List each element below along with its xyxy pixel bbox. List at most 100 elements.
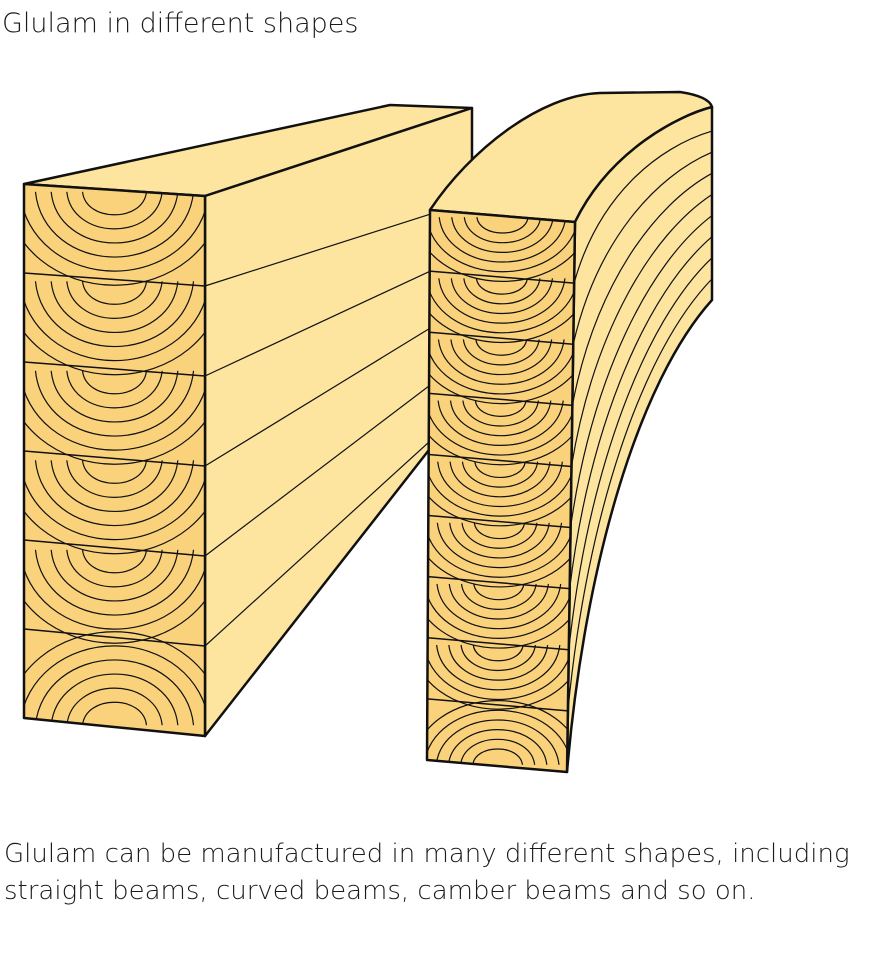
curved-beam [425,90,714,774]
glulam-illustration [22,90,714,774]
grain-ring [427,217,575,273]
straight-beam-end-grain [24,191,205,726]
side-lamination-line [568,257,713,650]
grain-ring [448,644,549,681]
grain-ring [449,461,551,498]
side-lamination-line [571,172,713,406]
lamination-line [429,270,575,284]
grain-ring [34,191,195,258]
grain-ring [24,281,205,362]
grain-ring [427,339,575,405]
grain-ring [450,278,554,315]
grain-ring [435,719,560,765]
lamination-line [428,514,571,529]
grain-ring [24,191,205,272]
grain-ring [24,460,205,541]
lamination-line [428,453,572,468]
diagram-caption: Glulam can be manufactured in many diffe… [4,839,850,906]
grain-ring [475,339,528,356]
curved-beam-end-grain [427,217,575,765]
grain-ring [427,709,572,765]
grain-ring [50,370,179,423]
side-lamination-line [569,215,713,528]
grain-ring [447,729,548,765]
grain-ring [451,217,554,253]
grain-ring [24,549,205,644]
curved-beam-side-face [565,105,714,774]
grain-ring [448,583,550,620]
straight-beam [22,103,474,738]
side-lamination-line [204,200,473,287]
lamination-line [24,272,205,287]
lamination-line [429,331,574,345]
grain-ring [66,687,163,726]
grain-ring [50,673,179,726]
grain-ring [81,549,148,574]
grain-ring [24,281,205,376]
lamination-line [427,637,569,651]
grain-ring [24,370,205,451]
side-lamination-line [204,352,473,557]
grain-ring [24,631,205,726]
grain-ring [427,278,575,334]
grain-ring [34,460,195,527]
grain-ring [34,549,195,616]
grain-ring [475,278,529,295]
curved-beam-side-lamination-lines [567,130,713,711]
side-lamination-line [569,236,713,589]
grain-ring [460,738,536,765]
grain-ring [476,217,529,234]
grain-ring [81,701,148,726]
grain-ring [436,644,561,691]
grain-ring [463,278,541,305]
grain-ring [34,659,195,726]
grain-ring [427,522,575,578]
grain-ring [50,281,179,334]
lamination-line [24,539,205,557]
grain-ring [474,461,526,479]
grain-ring [462,339,540,366]
side-lamination-line [204,403,471,647]
grain-ring [66,281,163,319]
grain-ring [81,281,148,305]
grain-ring [34,370,195,437]
grain-ring [460,583,537,610]
grain-ring [461,522,538,549]
side-lamination-line [573,130,713,284]
lamination-line [24,628,205,647]
side-lamination-line [204,301,473,467]
grain-ring [461,461,539,488]
grain-ring [460,644,536,672]
lamination-line [24,361,205,377]
grain-ring [427,461,575,517]
grain-ring [81,191,148,216]
straight-beam-side-lamination-lines [204,200,473,647]
lamination-line [427,698,568,712]
grain-ring [24,460,205,555]
grain-ring [427,583,574,639]
grain-ring [81,460,148,484]
grain-ring [449,522,550,559]
grain-ring [24,549,205,630]
grain-ring [473,522,526,540]
grain-ring [437,339,565,385]
grain-ring [449,400,552,437]
grain-ring [472,748,524,765]
grain-ring [50,549,179,602]
grain-ring [24,370,205,465]
grain-ring [81,370,148,395]
grain-ring [436,522,563,569]
grain-ring [427,400,575,466]
grain-ring [66,191,163,230]
grain-ring [462,400,540,427]
side-lamination-line [567,278,713,711]
grain-ring [66,370,163,409]
grain-ring [438,217,567,263]
grain-ring [66,460,163,498]
lamination-line [428,392,573,407]
grain-ring [34,281,195,348]
grain-ring [474,400,527,417]
grain-ring [437,400,564,446]
side-lamination-line [570,193,713,467]
side-lamination-line [204,251,473,377]
